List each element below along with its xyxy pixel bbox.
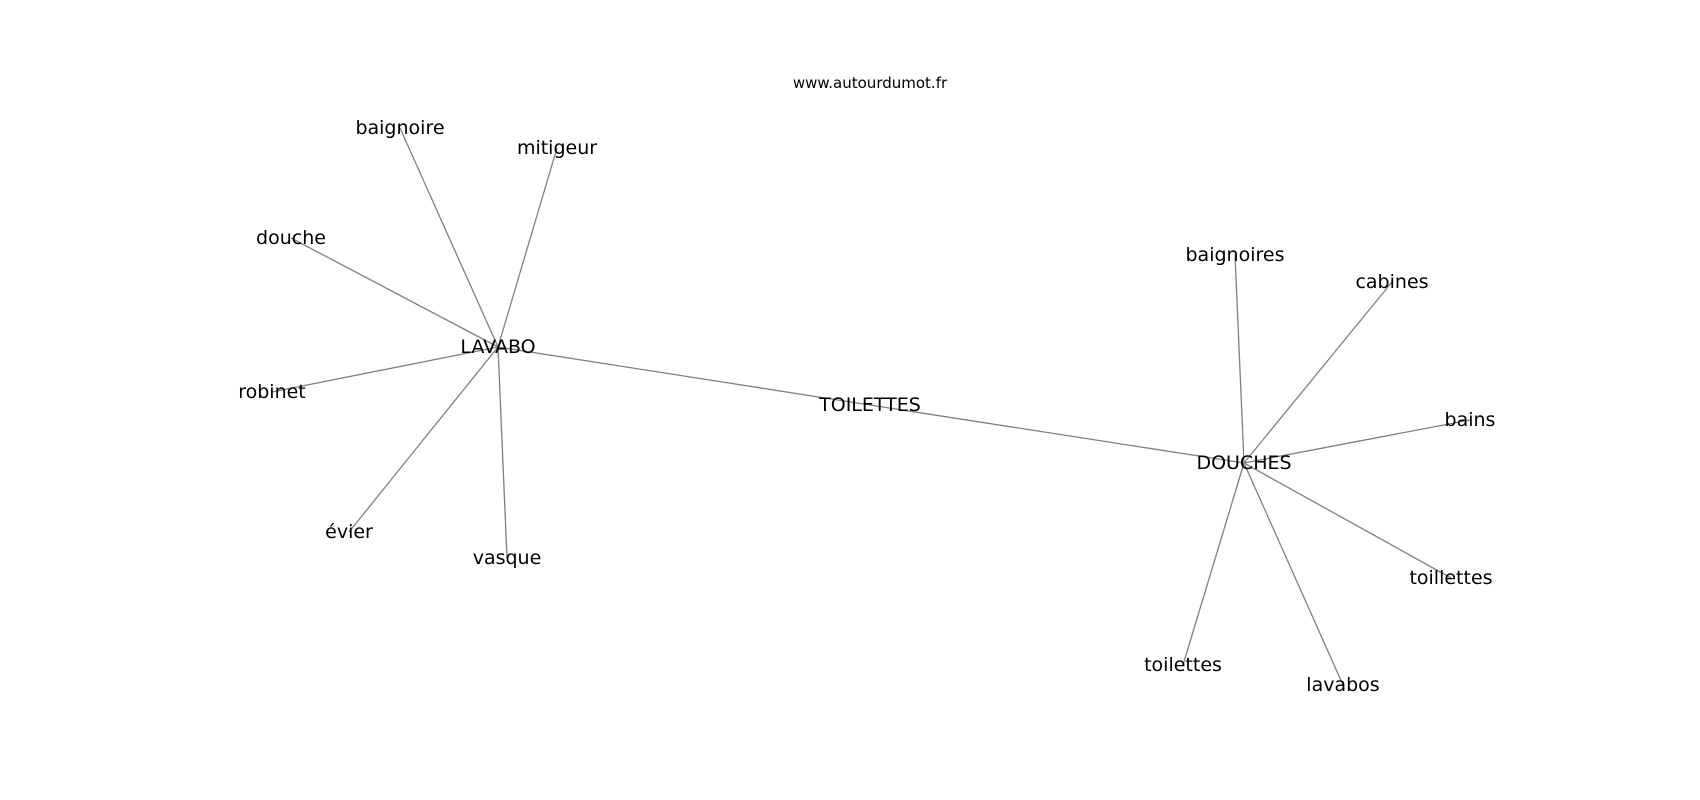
watermark-text: www.autourdumot.fr <box>793 74 948 92</box>
edge-douches-toilettes <box>1182 462 1245 666</box>
edge-lavabo-douche <box>290 237 499 348</box>
edge-lavabo-evier <box>348 346 499 533</box>
node-label-lavabos: lavabos <box>1306 674 1379 696</box>
node-label-baignoire: baignoire <box>355 117 444 139</box>
edge-douches-baignoires <box>1234 254 1245 464</box>
node-label-douche: douche <box>256 227 326 249</box>
node-label-mitigeur: mitigeur <box>517 137 597 159</box>
node-label-evier: évier <box>325 521 373 543</box>
edge-toilettes_center-douches <box>869 404 1245 464</box>
node-label-baignoires: baignoires <box>1186 244 1285 266</box>
node-label-douches: DOUCHES <box>1196 452 1291 474</box>
labels-layer: TOILETTES LAVABO DOUCHES baignoire mitigeur d… <box>238 117 1495 696</box>
edge-lavabo-robinet <box>271 346 499 393</box>
node-label-vasque: vasque <box>473 547 542 569</box>
node-label-robinet: robinet <box>238 381 306 403</box>
edge-douches-toillettes <box>1243 462 1452 579</box>
node-label-toilettes: toilettes <box>1144 654 1222 676</box>
edges-layer <box>271 127 1471 686</box>
node-label-cabines: cabines <box>1355 271 1428 293</box>
node-label-toillettes: toillettes <box>1409 567 1492 589</box>
edge-lavabo-toilettes_center <box>497 346 871 406</box>
node-label-lavabo: LAVABO <box>460 336 535 358</box>
edge-douches-lavabos <box>1243 462 1344 686</box>
node-label-toilettes_center: TOILETTES <box>818 394 921 416</box>
edge-lavabo-mitigeur <box>497 147 558 348</box>
edge-lavabo-baignoire <box>399 127 499 348</box>
node-label-bains: bains <box>1445 409 1496 431</box>
edge-lavabo-vasque <box>497 346 508 559</box>
edge-douches-bains <box>1243 419 1471 464</box>
edge-douches-cabines <box>1243 281 1393 464</box>
